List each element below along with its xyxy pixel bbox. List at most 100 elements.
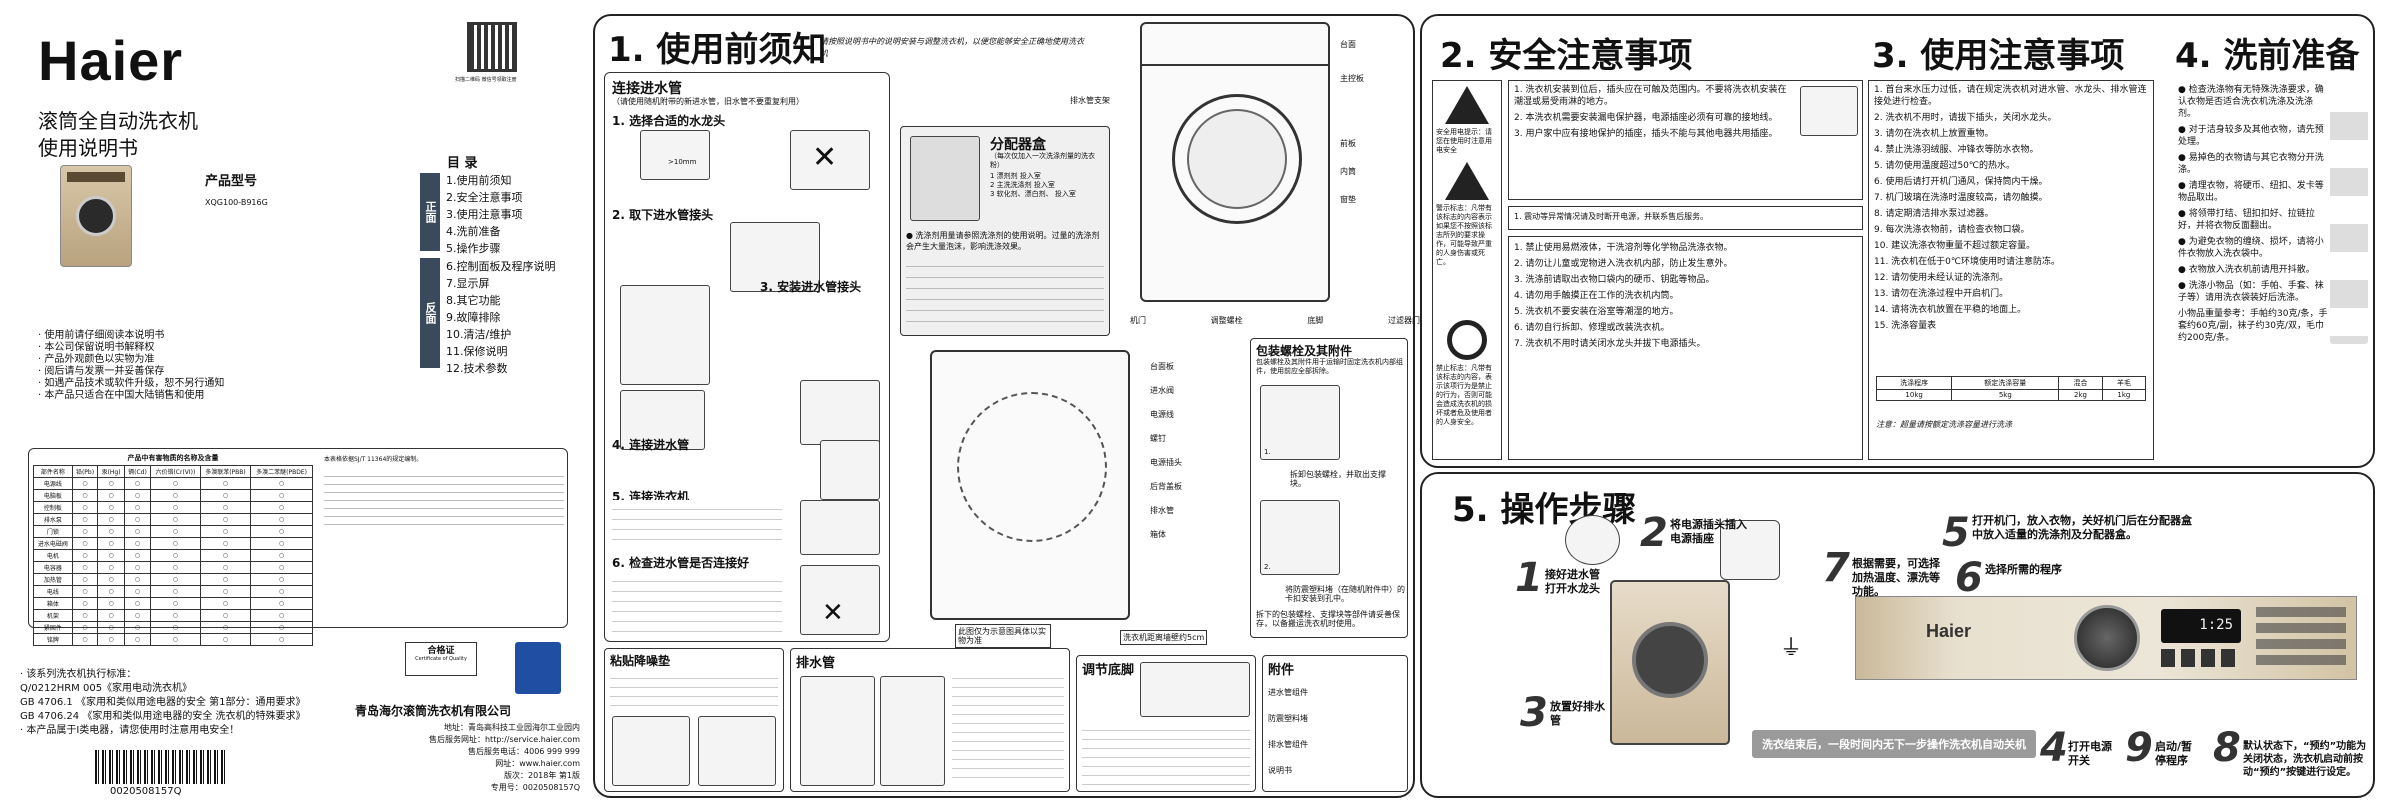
table-row: 进水电磁阀○○○○○○: [33, 537, 313, 550]
part-label: 台面: [1340, 40, 1356, 49]
cert-sub: Certificate of Quality: [415, 656, 467, 662]
bolt-block: [1250, 338, 1408, 638]
connector-install-sketch: [620, 390, 705, 450]
section-1-frame: [593, 14, 1415, 798]
table-cell: ○: [150, 525, 201, 538]
toc-back-bar: 反面: [420, 258, 440, 368]
safety-item: 6. 请勿自行拆卸、修理或改装洗衣机。: [1514, 323, 1670, 333]
dispenser-item: 3 软化剂、漂白剂、 投入室: [990, 190, 1076, 198]
table-cell: ○: [150, 633, 201, 646]
step-6-number: 6: [1955, 555, 1983, 601]
energy-label: [515, 642, 561, 694]
dispenser-items: 1 漂剂剂 投入室 2 主洗洗涤剂 投入室 3 软化剂、漂白剂、 投入室: [990, 172, 1108, 199]
table-header-cell: 铅(Pb): [71, 465, 99, 478]
table-cell: ○: [150, 537, 201, 550]
table-cell: 门锁: [33, 525, 73, 538]
table-cell: ○: [71, 477, 99, 490]
table-cell: 控制板: [33, 501, 73, 514]
install-step-3: 3. 安装进水管接头: [760, 280, 862, 294]
note-line: · 本产品只适合在中国大陆销售和使用: [38, 390, 205, 401]
table-cell: ○: [250, 477, 313, 490]
program-knob[interactable]: [2074, 605, 2140, 671]
standard-line: GB 4706.24 《家用和类似用途电器的安全 洗衣机的特殊要求》: [20, 711, 306, 722]
table-cell: 5kg: [1951, 389, 2060, 401]
table-cell: ○: [150, 501, 201, 514]
table-cell: ○: [250, 573, 313, 586]
part-label: 调整螺栓: [1210, 316, 1243, 325]
section-2-4-frame: [1420, 14, 2375, 468]
table-cell: ○: [199, 525, 252, 538]
part-labels-right: 前板 内筒 窗垫: [1340, 130, 1356, 214]
safety-item: 7. 洗衣机不用时请关闭水龙头并拔下电源插头。: [1514, 339, 1706, 349]
step-5-text: 打开机门，放入衣物，关好机门后在分配器盒中放入适量的洗涤剂及分配器盒。: [1972, 514, 2192, 541]
table-row: 箱体○○○○○○: [33, 597, 313, 610]
dispenser-note: ● 洗涤剂用量请参照洗涤剂的使用说明。过量的洗涤剂会产生大量泡沫，影响洗涤效果。: [906, 231, 1100, 251]
service-website[interactable]: 售后服务网址：http://service.haier.com: [428, 735, 580, 744]
table-cell: 铭牌: [33, 633, 73, 646]
table-cell: ○: [123, 549, 152, 562]
step-8-text: 默认状态下，“预约”功能为关闭状态，洗衣机启动前按动“预约”按键进行设定。: [2243, 741, 2367, 778]
usage-item: 15. 洗涤容量表: [1874, 321, 1937, 331]
bolt-keep-text: 拆下的包装螺栓、支撑块等部件请妥善保存，以备搬运洗衣机时使用。: [1256, 610, 1400, 628]
table-cell: ○: [123, 597, 152, 610]
table-header-cell: 六价铬(Cr(VI)): [150, 465, 201, 478]
table-cell: ○: [123, 633, 152, 646]
toc-item[interactable]: 12.技术参数: [446, 362, 508, 375]
install-step-1: 1. 选择合适的水龙头: [612, 114, 726, 128]
table-cell: ○: [250, 633, 313, 646]
usage-item: 4. 禁止洗涤羽绒服、冲锋衣等防水衣物。: [1874, 145, 2039, 155]
note-line: · 阅后请与发票一并妥善保存: [38, 366, 165, 377]
install-block: [604, 72, 890, 642]
note-line: · 如遇产品技术或软件升级，恕不另行通知: [38, 378, 225, 389]
toc-title: 目 录: [447, 156, 478, 171]
toc-item[interactable]: 8.其它功能: [446, 294, 501, 307]
part-label: 前板: [1340, 139, 1356, 148]
rohs-block: 产品中有害物质的名称及含量 部件名称铅(Pb)汞(Hg)镉(Cd)六价铬(Cr(…: [28, 448, 568, 646]
toc-item[interactable]: 6.控制面板及程序说明: [446, 260, 556, 273]
table-cell: ○: [199, 489, 252, 502]
step-4-number: 4: [2040, 725, 2068, 771]
toc-item[interactable]: 5.操作步骤: [446, 242, 501, 255]
safety-item: 1. 禁止使用易燃液体，干洗溶剂等化学物品洗涤衣物。: [1514, 243, 1733, 253]
install-title: 连接进水管: [612, 81, 682, 97]
plug-step-sketch: [1720, 520, 1780, 580]
final-note: 洗衣结束后，一段时间内无下一步操作洗衣机自动关机: [1752, 730, 2036, 758]
display-time: 1:25: [2199, 617, 2233, 633]
toc-item[interactable]: 3.使用注意事项: [446, 208, 523, 221]
step-8-number: 8: [2213, 725, 2241, 771]
usage-item: 11. 洗衣机在低于0℃环境使用时请注意防冻。: [1874, 257, 2061, 267]
table-cell: ○: [71, 513, 99, 526]
toc-item[interactable]: 4.洗前准备: [446, 225, 501, 238]
standard-line: Q/0212HRM 005《家用电动洗衣机》: [20, 683, 193, 694]
toc-item[interactable]: 10.清洁/维护: [446, 328, 512, 341]
part-label: 底脚: [1307, 316, 1324, 325]
homepage[interactable]: 网址：www.haier.com: [495, 759, 580, 768]
table-cell: ○: [71, 537, 99, 550]
panel-right-buttons[interactable]: [2256, 607, 2346, 667]
part-label: 螺钉: [1150, 434, 1166, 443]
toc-item[interactable]: 9.故障排除: [446, 311, 501, 324]
toc-item[interactable]: 7.显示屏: [446, 277, 490, 290]
ground-icon: ⏚: [1780, 636, 1803, 661]
toc-item[interactable]: 11.保修说明: [446, 345, 508, 358]
table-cell: ○: [250, 537, 313, 550]
table-cell: 混合: [2058, 376, 2103, 390]
table-row: 电脑板○○○○○○: [33, 489, 313, 502]
toc-item[interactable]: 1.使用前须知: [446, 174, 512, 187]
drain-title: 排水管: [796, 656, 836, 671]
table-cell: ○: [97, 477, 125, 490]
table-cell: ○: [71, 489, 99, 502]
prep-item: ● 易掉色的衣物请与其它衣物分开洗涤。: [2178, 153, 2324, 175]
table-cell: ○: [97, 621, 125, 634]
size-note: 此图仅为示意图具体以实物为准: [955, 624, 1051, 648]
table-cell: 洗涤程序: [1875, 376, 1953, 390]
table-cell: ○: [71, 549, 99, 562]
table-cell: ○: [199, 477, 252, 490]
table-cell: ○: [71, 501, 99, 514]
panel-buttons[interactable]: [2161, 649, 2241, 667]
toc-item[interactable]: 2.安全注意事项: [446, 191, 523, 204]
part-label: 台面板: [1150, 362, 1174, 371]
accessory-title: 附件: [1268, 663, 1295, 678]
company-info: 地址：青岛高科技工业园海尔工业园内 售后服务网址：http://service.…: [420, 722, 580, 794]
table-cell: ○: [199, 585, 252, 598]
